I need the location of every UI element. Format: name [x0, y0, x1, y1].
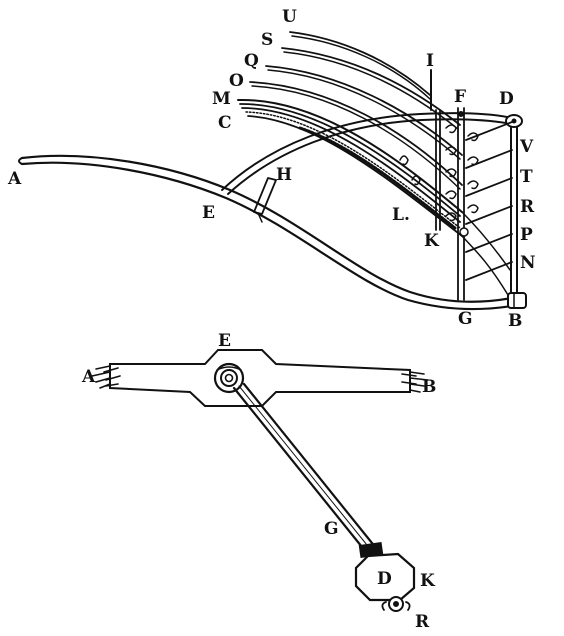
- lower-figure: E A B G D K R: [81, 331, 436, 632]
- label-r-lower: R: [415, 612, 430, 632]
- fan-of-curved-rods: [237, 31, 511, 296]
- label-k-lower: K: [420, 571, 436, 591]
- label-p: P: [520, 225, 533, 245]
- label-l: L.: [392, 205, 410, 225]
- label-s: S: [261, 30, 273, 50]
- diagonal-rod-g: [232, 382, 378, 554]
- end-fitting-b: [507, 292, 527, 309]
- boss-wheel: [213, 362, 245, 394]
- label-u: U: [282, 7, 297, 27]
- label-g-upper: G: [458, 309, 473, 329]
- pivot-d: [505, 114, 523, 128]
- label-o: O: [229, 71, 244, 91]
- wedge-h: [253, 177, 277, 223]
- upper-figure: U S Q O M C I F D V T R P N A E H L. K G…: [7, 7, 536, 331]
- label-k-upper: K: [424, 231, 440, 251]
- horizontal-bar: [91, 349, 429, 407]
- label-g-lower: G: [324, 519, 339, 539]
- label-n: N: [520, 253, 536, 273]
- vertical-post-db: [510, 126, 518, 294]
- label-c: C: [218, 113, 232, 133]
- label-b-lower: B: [422, 377, 436, 397]
- label-m: M: [212, 89, 231, 109]
- label-a-upper: A: [7, 169, 22, 189]
- label-i: I: [426, 51, 434, 71]
- label-d-lower: D: [377, 569, 392, 589]
- knob-r: [381, 596, 411, 612]
- label-v: V: [519, 137, 534, 157]
- label-e-lower: E: [218, 331, 231, 351]
- diagonal-slats: [465, 121, 513, 281]
- label-h: H: [276, 165, 292, 185]
- main-curved-rod: [18, 154, 514, 311]
- label-q: Q: [244, 51, 259, 71]
- label-b-upper: B: [508, 311, 522, 331]
- label-e-upper: E: [202, 203, 215, 223]
- label-a-lower: A: [81, 367, 96, 387]
- label-t: T: [520, 167, 533, 187]
- top-sweep-rod: [221, 112, 513, 195]
- hatched-band: [298, 126, 457, 230]
- label-d: D: [499, 89, 514, 109]
- label-r-upper: R: [520, 197, 535, 217]
- label-f: F: [454, 87, 466, 107]
